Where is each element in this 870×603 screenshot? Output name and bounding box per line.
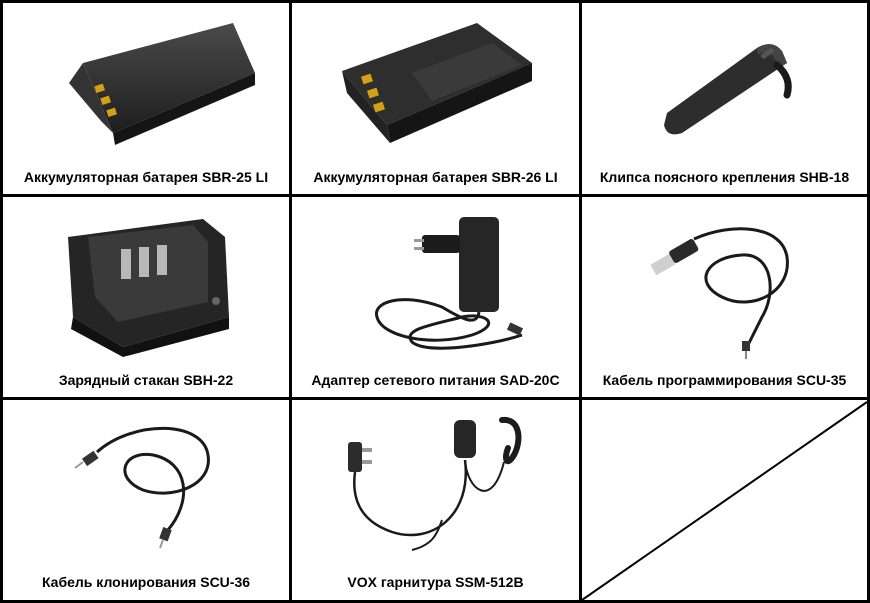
grid-line-v1 bbox=[289, 0, 292, 603]
power-adapter-icon bbox=[292, 197, 579, 362]
grid-line-v2 bbox=[579, 0, 582, 603]
battery-icon bbox=[3, 3, 289, 153]
grid-border-bottom bbox=[0, 600, 870, 603]
product-cell: VOX гарнитура SSM-512B bbox=[292, 400, 579, 600]
product-name: Аккумуляторная батарея SBR-26 LI bbox=[313, 169, 558, 185]
clone-cable-icon bbox=[3, 400, 289, 565]
battery-large-icon bbox=[292, 3, 579, 153]
product-cell: Аккумуляторная батарея SBR-26 LI bbox=[292, 3, 579, 194]
product-cell: Зарядный стакан SBH-22 bbox=[3, 197, 289, 397]
product-cell: Адаптер сетевого питания SAD-20C bbox=[292, 197, 579, 397]
belt-clip-icon bbox=[582, 3, 867, 153]
product-name: Зарядный стакан SBH-22 bbox=[58, 372, 234, 388]
headset-icon bbox=[292, 400, 579, 565]
product-cell: Аккумуляторная батарея SBR-25 LI bbox=[3, 3, 289, 194]
product-cell: Кабель программирования SCU-35 bbox=[582, 197, 867, 397]
product-cell: Клипса поясного крепления SHB-18 bbox=[582, 3, 867, 194]
product-name: Адаптер сетевого питания SAD-20C bbox=[311, 372, 560, 388]
grid-line-h2 bbox=[0, 397, 870, 400]
empty-cell bbox=[582, 400, 867, 600]
product-name: Кабель клонирования SCU-36 bbox=[41, 574, 251, 590]
product-name: Клипса поясного крепления SHB-18 bbox=[599, 169, 850, 185]
grid-border-top bbox=[0, 0, 870, 3]
product-name: Кабель программирования SCU-35 bbox=[602, 372, 847, 388]
product-cell: Кабель клонирования SCU-36 bbox=[3, 400, 289, 600]
grid-border-left bbox=[0, 0, 3, 603]
product-name: VOX гарнитура SSM-512B bbox=[347, 574, 524, 590]
usb-cable-icon bbox=[582, 197, 867, 362]
diagonal-line bbox=[582, 401, 867, 600]
product-name: Аккумуляторная батарея SBR-25 LI bbox=[23, 169, 269, 185]
grid-line-h1 bbox=[0, 194, 870, 197]
charger-icon bbox=[3, 197, 289, 362]
grid-border-right bbox=[867, 0, 870, 603]
